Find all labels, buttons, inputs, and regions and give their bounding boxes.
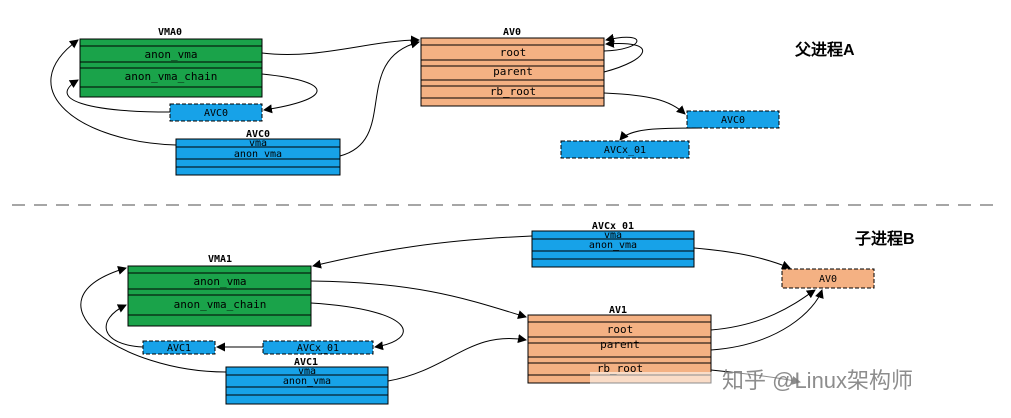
- av1-field-rb-root: rb_root: [597, 362, 643, 375]
- child-process-title: 子进程B: [855, 230, 915, 248]
- avc1-field-vma: vma: [298, 366, 316, 377]
- avcx01-tree-node: AVCx_01: [560, 140, 690, 159]
- watermark: 知乎 @Linux架构师: [590, 368, 1010, 418]
- parent-process-title: 父进程A: [794, 41, 855, 59]
- av0-field-parent: parent: [493, 65, 533, 78]
- vma0-struct: VMA0 anon_vma anon_vma_chain: [79, 27, 263, 98]
- avc0-chain-node: AVC0: [169, 103, 263, 122]
- avcx01-tree-label: AVCx_01: [604, 145, 646, 156]
- avcx01-chain-node: AVCx_01: [262, 340, 374, 355]
- avc0-field-anon-vma: anon_vma: [234, 149, 282, 160]
- avc0-tree-node: AVC0: [686, 110, 780, 129]
- child-arrows: [80, 235, 824, 385]
- avc0-field-vma: vma: [249, 138, 267, 149]
- av1-field-root: root: [607, 323, 634, 336]
- avcx01-chain-label: AVCx_01: [297, 343, 339, 354]
- avc1-struct: AVC1 vma anon_vma: [225, 357, 389, 405]
- av0-ref-label: AV0: [819, 274, 837, 285]
- watermark-text: 知乎 @Linux架构师: [722, 368, 913, 393]
- av0-title: AV0: [503, 27, 521, 38]
- avc1-field-anon-vma: anon_vma: [283, 376, 331, 387]
- parent-arrows: [50, 33, 701, 157]
- vma1-title: VMA1: [208, 254, 232, 265]
- av1-struct: AV1 root parent rb_root: [527, 305, 712, 384]
- vma1-field-anon-vma: anon_vma: [194, 275, 247, 288]
- vma1-struct: VMA1 anon_vma anon_vma_chain: [127, 254, 312, 327]
- vma0-field-anon-vma: anon_vma: [145, 48, 198, 61]
- avc1-chain-node: AVC1: [142, 340, 216, 355]
- vma0-field-anon-vma-chain: anon_vma_chain: [125, 70, 218, 83]
- av0-struct: AV0 root parent rb_root: [420, 27, 605, 107]
- avc0-tree-label: AVC0: [721, 115, 745, 126]
- av1-field-parent: parent: [600, 338, 640, 351]
- vma1-field-anon-vma-chain: anon_vma_chain: [174, 298, 267, 311]
- av0-field-rb-root: rb_root: [490, 85, 536, 98]
- avcx01-title: AVCx_01: [592, 221, 634, 232]
- av0-ref-node: AV0: [781, 268, 875, 289]
- vma0-title: VMA0: [158, 27, 182, 38]
- avcx01-struct: AVCx_01 vma anon_vma: [531, 221, 695, 268]
- avc0-title: AVC0: [246, 129, 270, 140]
- avcx01-field-vma: vma: [604, 230, 622, 241]
- avcx01-field-anon-vma: anon_vma: [589, 240, 637, 251]
- avc1-chain-label: AVC1: [167, 343, 191, 354]
- av1-title: AV1: [609, 305, 627, 316]
- avc1-title: AVC1: [294, 357, 318, 368]
- avc0-chain-label: AVC0: [204, 108, 228, 119]
- av0-field-root: root: [500, 46, 527, 59]
- avc0-struct: AVC0 vma anon_vma: [175, 129, 341, 176]
